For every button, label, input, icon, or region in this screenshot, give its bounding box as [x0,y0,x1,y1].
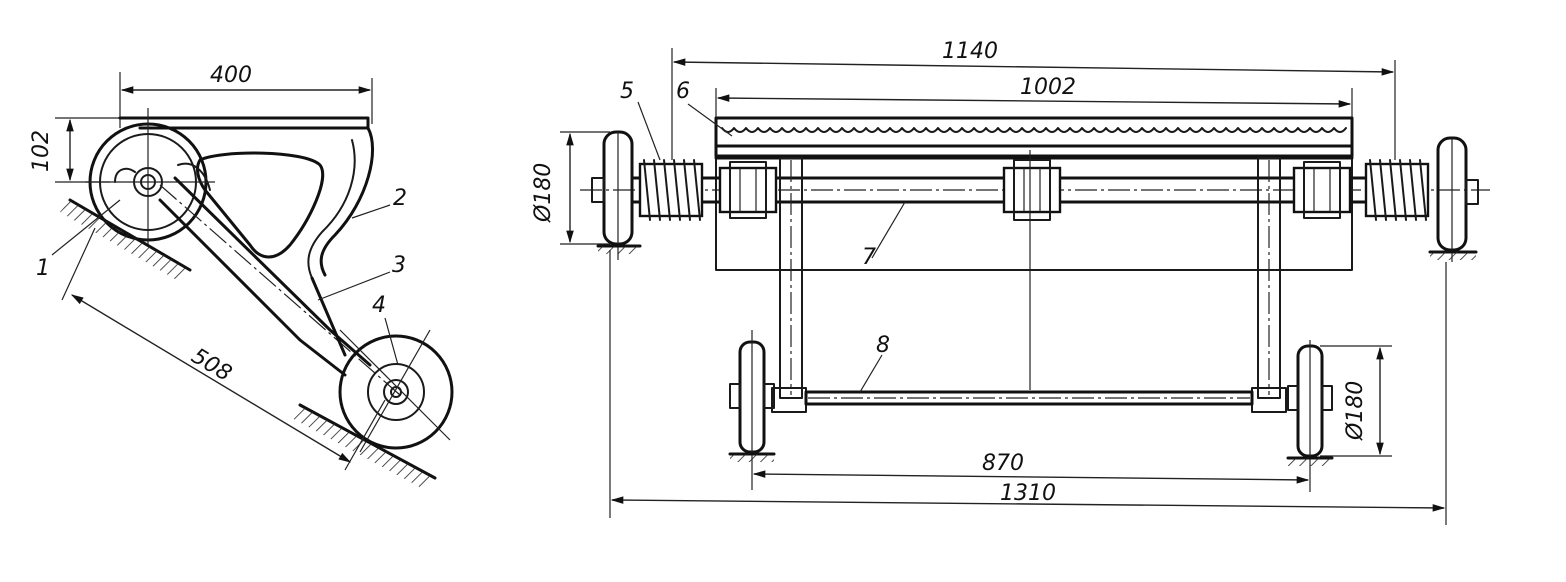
spring-right [1364,159,1430,221]
part-label-1: 1 [36,256,50,281]
dim-870: 870 [752,451,1310,484]
pulley-1 [85,108,215,245]
dim-1002-label: 1002 [1020,75,1076,100]
dim-400-label: 400 [210,63,252,88]
ground-upper [60,198,192,282]
dim-height-102: 102 [29,117,145,183]
side-view: 400 102 [29,63,454,490]
bearing-blocks [718,159,1352,221]
dim-508-label: 508 [187,344,236,387]
part-label-4: 4 [372,293,386,318]
dim-1140-label: 1140 [942,39,998,64]
dim-dia-left-label: Ø180 [531,163,556,223]
dim-1140: 1140 [671,39,1396,160]
dim-dia-left: Ø180 [531,131,610,245]
frame-window [196,151,325,259]
lower-ground [728,452,1334,466]
dim-102-label: 102 [29,130,54,172]
part-label-8: 8 [876,333,890,358]
upper-ground [596,244,1478,260]
frame-legs [779,150,1281,399]
serrated-beam-6 [714,116,1354,158]
part-label-2: 2 [393,186,407,211]
ground-lower [290,403,437,490]
part-label-7: 7 [862,245,876,270]
part-label-3: 3 [392,253,406,278]
part-label-6: 6 [676,79,690,104]
frame-arm-2 [319,126,375,277]
upper-wheel-right [1436,136,1479,262]
dim-1310: 1310 [609,250,1447,525]
front-view: 1140 1002 [531,39,1490,525]
upper-wheel-left [591,130,634,260]
dim-870-label: 870 [982,451,1024,476]
dim-dia-right: Ø180 [1320,345,1392,457]
frame-top-bar [118,116,370,130]
dim-1310-label: 1310 [1000,481,1056,506]
spring-left-5 [638,159,704,221]
dim-1002: 1002 [715,75,1353,150]
dim-width-400: 400 [119,63,373,128]
lower-wheel-right [1287,340,1333,492]
crossbar-8 [771,387,1287,413]
part-label-5: 5 [620,79,634,104]
dim-dia-right-label: Ø180 [1343,381,1368,441]
dim-diagonal-508: 508 [61,227,386,471]
lower-wheel-left [729,330,775,490]
